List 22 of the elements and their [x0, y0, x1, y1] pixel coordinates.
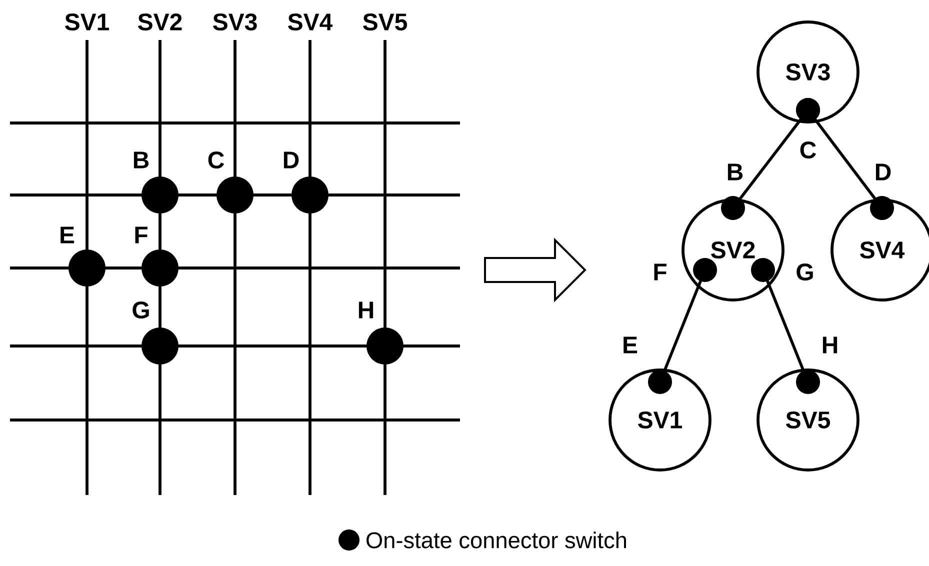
- edge-label: B: [728, 164, 743, 180]
- connector-line: [751, 258, 820, 394]
- legend-text: On-state connector switch: [366, 532, 626, 548]
- edge-label: D: [876, 164, 891, 180]
- edge-label: H: [822, 336, 838, 354]
- column-label: SV2: [138, 13, 182, 30]
- switch-label: G: [132, 301, 149, 318]
- switch-label: B: [134, 152, 149, 168]
- switch-label: C: [208, 151, 224, 168]
- switch-label: H: [358, 302, 374, 318]
- switch-label: C: [800, 141, 816, 158]
- connector-line: [796, 98, 894, 220]
- column-label: SV3: [213, 13, 257, 30]
- column-label: SV5: [363, 13, 408, 30]
- column-label: SV4: [288, 13, 333, 30]
- edge-label: E: [624, 336, 638, 354]
- connector-line: [648, 258, 717, 394]
- switch-label: D: [284, 152, 299, 168]
- column-label: SV1: [65, 13, 110, 30]
- switch-label: F: [135, 226, 148, 244]
- switch-label: G: [796, 263, 813, 280]
- switch-label: E: [60, 226, 74, 244]
